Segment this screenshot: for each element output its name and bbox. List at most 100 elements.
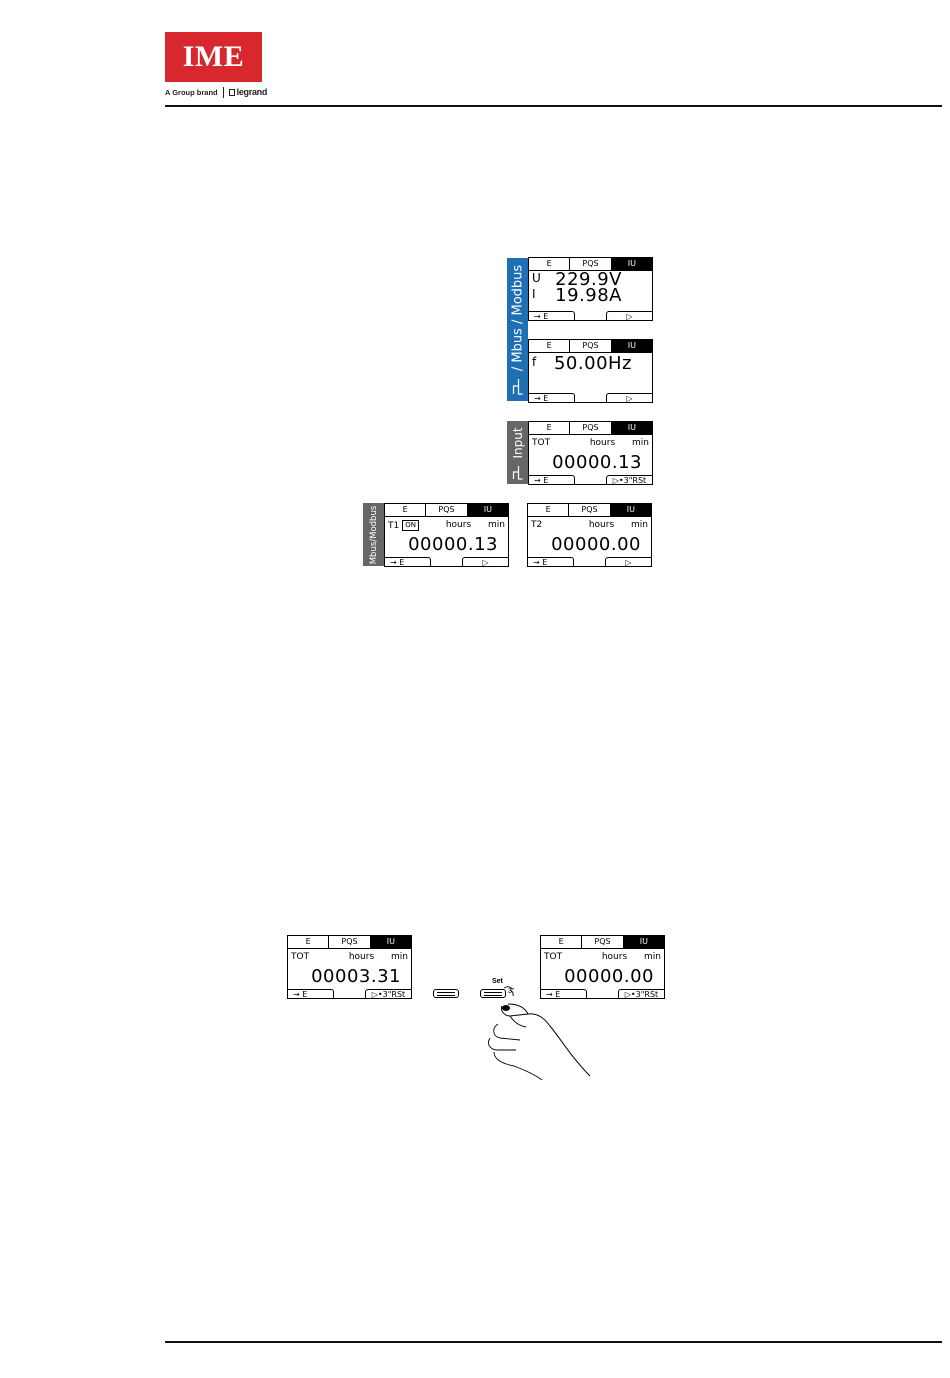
- pulse-icon: [512, 379, 522, 395]
- lcd-tabs: E PQS IU: [529, 422, 652, 435]
- counter-header-row: TOT hours min: [544, 952, 661, 962]
- ime-logo-text: IME: [182, 40, 245, 73]
- tab-e: E: [529, 258, 571, 270]
- hours-unit: hours: [601, 952, 628, 962]
- mbus-modbus-tag-blue: / Mbus / Modbus: [507, 258, 528, 401]
- lcd-energy-button: → E: [529, 475, 575, 484]
- lcd-tabs: E PQS IU: [529, 340, 652, 353]
- footer-rule: [165, 1341, 942, 1343]
- frequency-label: f: [532, 355, 537, 369]
- lcd-tabs: E PQS IU: [288, 936, 411, 949]
- hand-press-icon: [487, 986, 591, 1080]
- counter-units: hours min: [432, 520, 505, 530]
- set-key-label: Set: [492, 978, 503, 985]
- ime-logo: IME: [165, 32, 262, 82]
- tab-pqs: PQS: [570, 422, 612, 434]
- counter-header-row: TOT hours min: [532, 438, 649, 448]
- lcd-tabs: E PQS IU: [529, 258, 652, 271]
- group-brand-prefix: A Group brand: [165, 87, 218, 97]
- tab-iu: IU: [611, 258, 652, 270]
- mbus-modbus-tag-label: / Mbus / Modbus: [510, 264, 525, 371]
- tab-e: E: [528, 504, 570, 516]
- lcd-energy-button: → E: [529, 393, 575, 402]
- tab-iu: IU: [623, 936, 664, 948]
- mbus-modbus-tag-grey: Mbus/Modbus: [363, 503, 384, 566]
- lcd-tabs: E PQS IU: [385, 504, 508, 517]
- counter-name: T2: [531, 520, 543, 530]
- counter-units: hours min: [576, 438, 649, 448]
- tab-e: E: [385, 504, 427, 516]
- counter-value: 00003.31: [311, 966, 401, 987]
- tab-e: E: [541, 936, 583, 948]
- tariff-on-badge: ON: [402, 520, 419, 531]
- counter-name: TOT: [532, 438, 551, 448]
- left-key-icon: [433, 989, 459, 998]
- tab-pqs: PQS: [329, 936, 371, 948]
- min-unit: min: [632, 438, 649, 448]
- lcd-frequency: E PQS IU f 50.00Hz → E ▷: [528, 339, 653, 403]
- frequency-value: 50.00Hz: [553, 353, 632, 374]
- lcd-tot-counter: E PQS IU TOT hours min 00000.13 → E ▷•3"…: [528, 421, 653, 485]
- hold-time-label: 3": [508, 988, 515, 995]
- lcd-reset-button: ▷•3"RSt: [618, 989, 664, 998]
- tab-iu: IU: [370, 936, 411, 948]
- lcd-energy-button: → E: [529, 311, 575, 320]
- lcd-tabs: E PQS IU: [528, 504, 651, 517]
- counter-value: 00000.13: [552, 452, 642, 473]
- current-value: 19.98A: [555, 285, 622, 306]
- lcd-energy-button: → E: [385, 557, 431, 566]
- current-label: I: [532, 287, 536, 301]
- tab-iu: IU: [611, 340, 652, 352]
- hours-unit: hours: [589, 438, 616, 448]
- tab-e: E: [529, 340, 571, 352]
- lcd-energy-button: → E: [541, 989, 587, 998]
- legrand-logo-icon: [228, 88, 235, 96]
- lcd-reset-button: ▷•3"RSt: [606, 475, 652, 484]
- counter-name: TOT: [544, 952, 563, 962]
- input-tag: Input: [507, 421, 528, 484]
- tab-pqs: PQS: [569, 504, 611, 516]
- lcd-tabs: E PQS IU: [541, 936, 664, 949]
- min-unit: min: [644, 952, 661, 962]
- pulse-icon: [512, 466, 522, 480]
- counter-units: hours min: [588, 952, 661, 962]
- tab-iu: IU: [467, 504, 508, 516]
- lcd-reset-before: E PQS IU TOT hours min 00003.31 → E ▷•3"…: [287, 935, 412, 999]
- tab-pqs: PQS: [426, 504, 468, 516]
- tab-pqs: PQS: [570, 258, 612, 270]
- header-rule: [165, 105, 942, 107]
- min-unit: min: [631, 520, 648, 530]
- tab-iu: IU: [611, 422, 652, 434]
- tab-pqs: PQS: [570, 340, 612, 352]
- lcd-t2-counter: E PQS IU T2 hours min 00000.00 → E ▷: [527, 503, 652, 567]
- counter-name: T1: [388, 521, 400, 531]
- hours-unit: hours: [348, 952, 375, 962]
- counter-units: hours min: [335, 952, 408, 962]
- input-tag-label: Input: [510, 426, 525, 459]
- hours-unit: hours: [445, 520, 472, 530]
- set-key-icon: [480, 989, 506, 998]
- counter-value: 00000.00: [564, 966, 654, 987]
- counter-name: TOT: [291, 952, 310, 962]
- counter-units: hours min: [575, 520, 648, 530]
- group-brand-line: A Group brand legrand: [165, 86, 267, 98]
- lcd-next-button: ▷: [606, 311, 652, 320]
- tab-e: E: [288, 936, 330, 948]
- tab-e: E: [529, 422, 571, 434]
- tab-pqs: PQS: [582, 936, 624, 948]
- lcd-voltage-current: E PQS IU U 229.9V I 19.98A → E ▷: [528, 257, 653, 321]
- counter-header-row: TOT hours min: [291, 952, 408, 962]
- hours-unit: hours: [588, 520, 615, 530]
- legrand-name: legrand: [236, 87, 268, 97]
- lcd-energy-button: → E: [528, 557, 574, 566]
- lcd-next-button: ▷: [606, 393, 652, 402]
- lcd-reset-button: ▷•3"RSt: [365, 989, 411, 998]
- tab-iu: IU: [610, 504, 651, 516]
- voltage-label: U: [532, 271, 541, 285]
- lcd-next-button: ▷: [605, 557, 651, 566]
- brand-separator: [222, 86, 224, 98]
- counter-value: 00000.00: [551, 534, 641, 555]
- lcd-next-button: ▷: [462, 557, 508, 566]
